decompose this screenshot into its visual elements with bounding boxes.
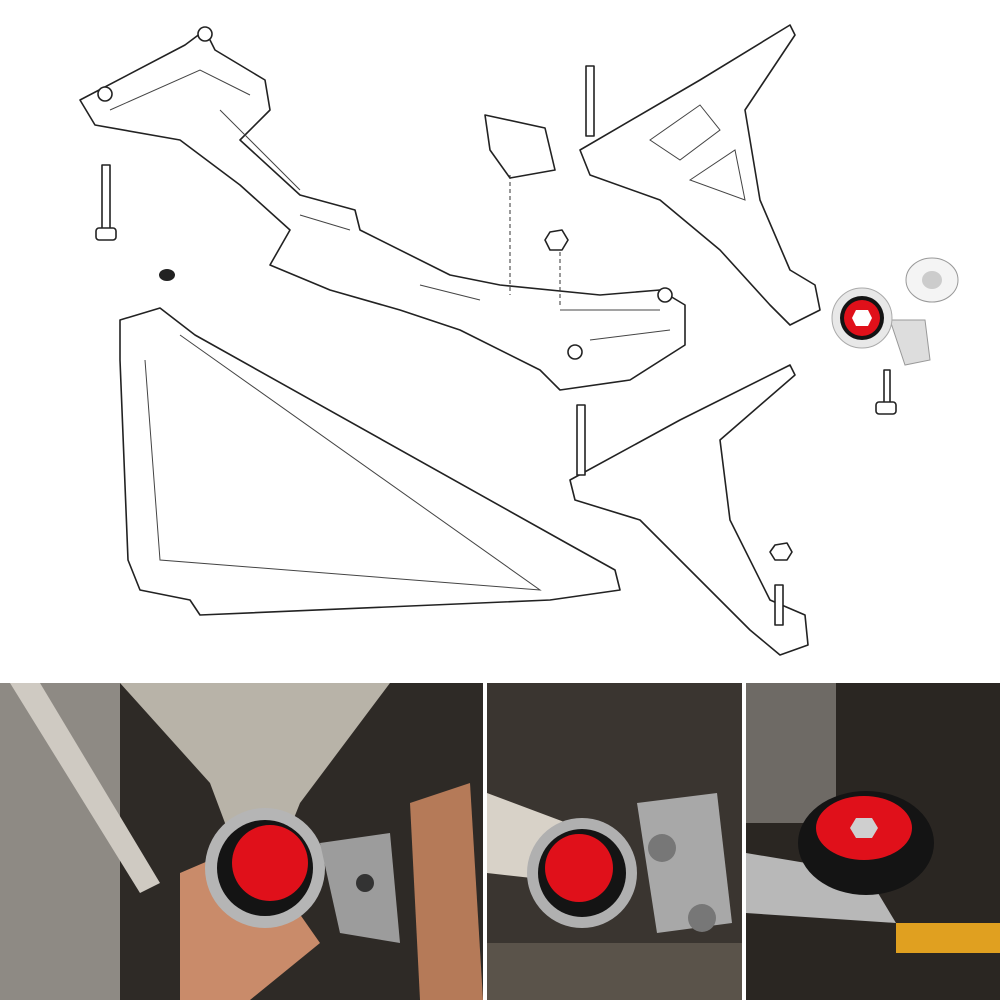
exploded-parts-diagram [79,24,959,656]
bushing-bracket [831,257,959,366]
front-subframe [79,26,686,391]
installed-bushing-side [487,683,742,1000]
alignment-line [509,175,561,305]
installed-bushing-front [746,683,1000,1000]
install-photo-hands [0,683,483,1000]
left-control-arm [569,364,809,656]
right-control-arm [579,24,821,326]
bracket-part [484,114,556,179]
reinforcement-plate [119,307,621,616]
nuts [159,229,793,561]
